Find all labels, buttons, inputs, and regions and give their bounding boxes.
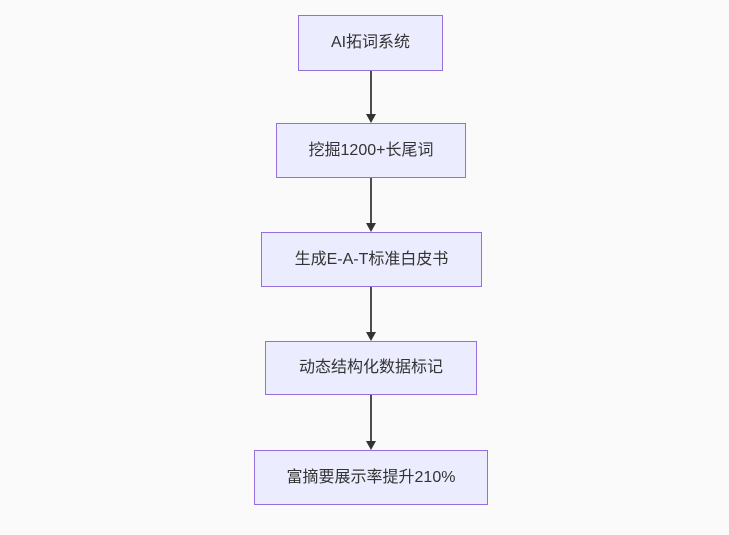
flow-edge-3	[366, 287, 376, 341]
flow-edge-4	[366, 395, 376, 450]
edge-line	[370, 287, 372, 338]
flow-node-eat-whitepaper: 生成E-A-T标准白皮书	[261, 232, 482, 287]
node-label: AI拓词系统	[330, 34, 411, 51]
edge-line	[370, 395, 372, 447]
node-label: 挖掘1200+长尾词	[308, 141, 434, 159]
arrowhead-down-icon	[366, 114, 376, 123]
edge-line	[370, 178, 372, 229]
node-label: 动态结构化数据标记	[298, 359, 443, 376]
flow-node-structured-data-markup: 动态结构化数据标记	[265, 341, 477, 395]
node-label: 生成E-A-T标准白皮书	[294, 250, 449, 268]
arrowhead-down-icon	[366, 441, 376, 450]
flow-edge-2	[366, 178, 376, 232]
flow-edge-1	[366, 71, 376, 123]
flow-node-rich-snippet-rate: 富摘要展示率提升210%	[254, 450, 488, 505]
flow-node-ai-keyword-system: AI拓词系统	[298, 15, 443, 71]
node-label: 富摘要展示率提升210%	[286, 468, 456, 486]
flow-node-longtail-mining: 挖掘1200+长尾词	[276, 123, 466, 178]
arrowhead-down-icon	[366, 332, 376, 341]
arrowhead-down-icon	[366, 223, 376, 232]
edge-line	[370, 71, 372, 120]
